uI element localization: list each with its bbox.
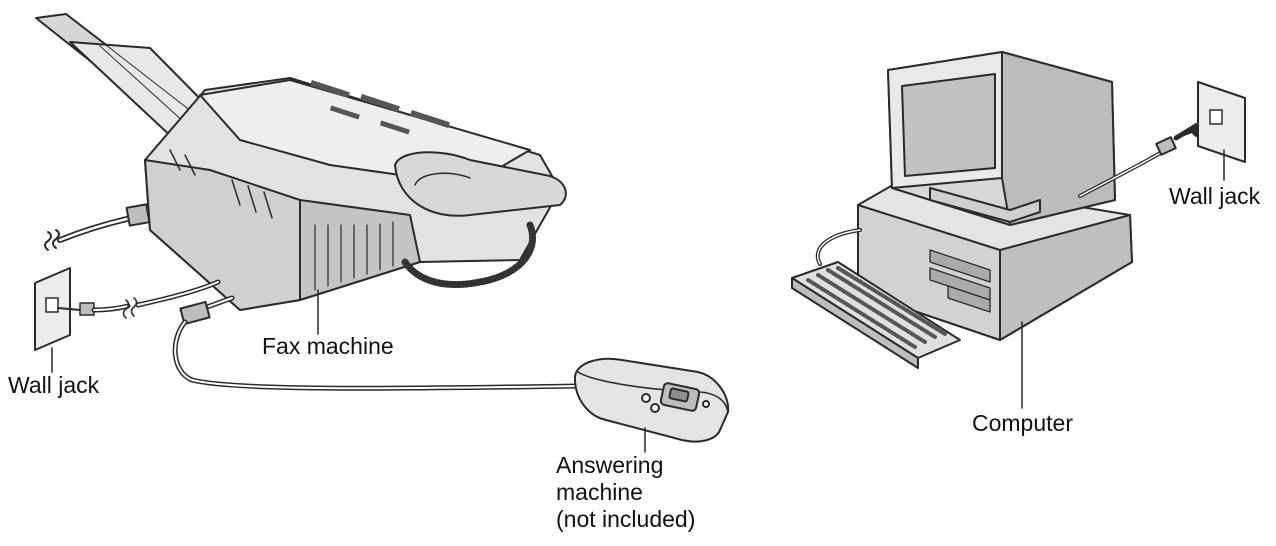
answering-machine-label: Answering machine (not included) <box>556 452 695 533</box>
wall-jack-left-label: Wall jack <box>8 372 100 398</box>
answering-label-line1: Answering <box>556 452 664 478</box>
wall-jack-right-label: Wall jack <box>1169 183 1261 209</box>
computer-drive-bays <box>929 249 991 313</box>
computer-illustration <box>791 51 1201 409</box>
answering-machine-illustration <box>573 357 730 453</box>
answering-cable <box>172 289 583 391</box>
fax-front-grille <box>169 149 273 219</box>
fax-keypad <box>310 79 450 135</box>
fax-machine-illustration <box>35 13 567 311</box>
wall-jack-left-illustration <box>34 267 221 373</box>
answering-label-line3: (not included) <box>556 506 696 532</box>
answering-label-line2: machine <box>556 479 643 505</box>
fax-machine-label: Fax machine <box>262 333 394 359</box>
fax-side-vents <box>314 221 394 291</box>
keyboard-keys <box>806 266 947 349</box>
wall-jack-right-illustration <box>1197 81 1246 181</box>
computer-label: Computer <box>972 410 1073 436</box>
